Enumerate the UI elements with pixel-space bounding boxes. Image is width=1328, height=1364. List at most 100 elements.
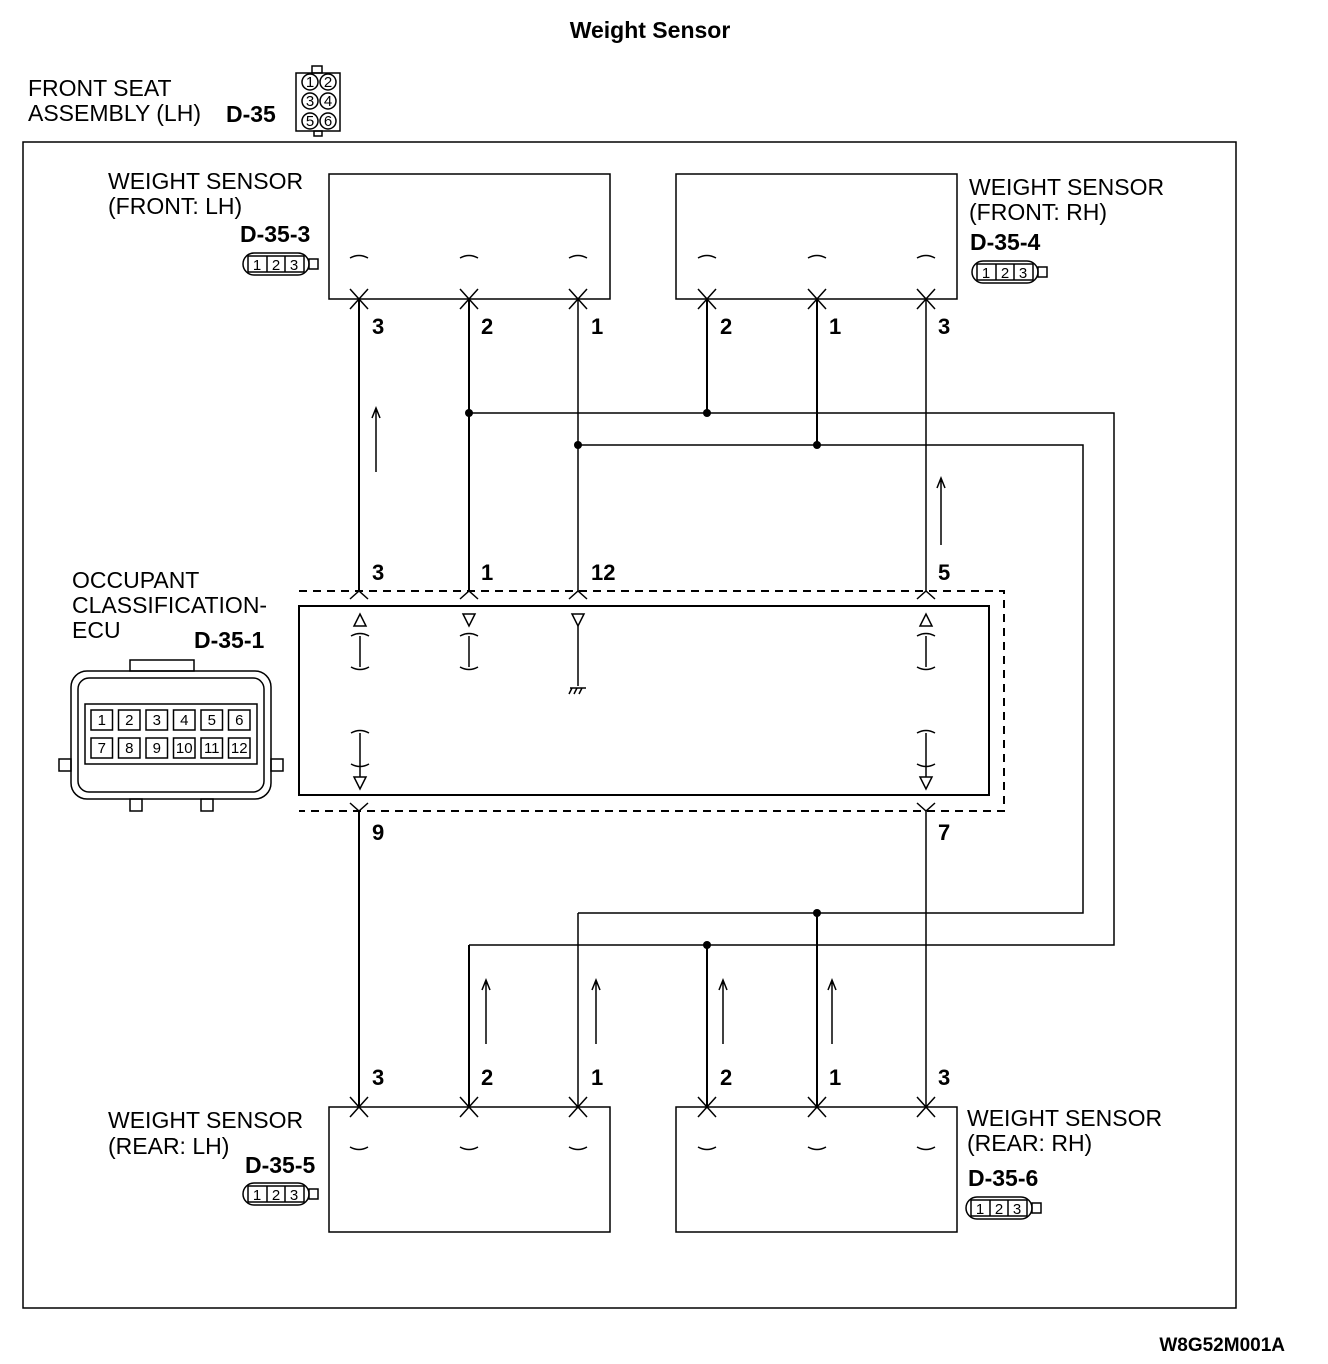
sensor-front-lh-pin-a: 3 bbox=[372, 314, 384, 339]
ecu-connector-cell bbox=[172, 709, 196, 731]
sensor-front-rh-pin-a: 2 bbox=[720, 314, 732, 339]
sensor-rear-rh-connector-pin-2: 2 bbox=[995, 1201, 1003, 1218]
sensor-rear-rh-connector-code: D-35-6 bbox=[968, 1165, 1038, 1191]
ecu-connector-cell-number: 11 bbox=[204, 740, 220, 757]
sensor-front-rh-pin-c: 3 bbox=[938, 314, 950, 339]
ecu-connector-cell-number: 6 bbox=[235, 712, 243, 729]
assembly-pin-4: 4 bbox=[324, 93, 332, 110]
assembly-pin-6: 6 bbox=[324, 113, 332, 130]
sensor-rear-lh-connector-pin-2: 2 bbox=[272, 1187, 280, 1204]
sensor-front-rh-connector-pin-2: 2 bbox=[1001, 265, 1009, 282]
assembly-label-line1: FRONT SEAT bbox=[28, 75, 172, 101]
ecu-connector-cell-number: 2 bbox=[125, 712, 133, 729]
sensor-front-rh-connector-pin-3: 3 bbox=[1019, 265, 1027, 282]
signal-arrows bbox=[371, 405, 946, 1044]
sensor-front-rh-connector-code: D-35-4 bbox=[970, 229, 1041, 255]
sensor-rear-lh-pin-c: 1 bbox=[591, 1065, 603, 1090]
sensor-front-rh-label-line2: (FRONT: RH) bbox=[969, 199, 1107, 225]
sensor-rear-lh-pin-a: 3 bbox=[372, 1065, 384, 1090]
ecu-pin-top-4: 5 bbox=[938, 560, 950, 585]
ecu-pin-top-3: 12 bbox=[591, 560, 615, 585]
ecu-connector-cell bbox=[172, 737, 196, 759]
sensor-rear-rh-connector-icon: 1 2 3 bbox=[965, 1196, 1042, 1220]
ecu-pin-top-2: 1 bbox=[481, 560, 493, 585]
ecu-connector-cell bbox=[90, 737, 114, 759]
assembly-pin-1: 1 bbox=[306, 74, 314, 91]
sensor-rear-rh-box bbox=[675, 1106, 958, 1233]
sensor-front-rh-box bbox=[675, 173, 958, 300]
sensor-rear-lh-connector-pin-1: 1 bbox=[253, 1187, 261, 1204]
sensor-rear-rh: WEIGHT SENSOR (REAR: RH) D-35-6 1 2 3 2 … bbox=[675, 1065, 1162, 1233]
assembly-label: FRONT SEAT ASSEMBLY (LH) D-35 bbox=[28, 75, 276, 127]
wiring bbox=[358, 299, 1115, 1107]
ecu-label-line2: CLASSIFICATION- bbox=[72, 592, 267, 618]
assembly-pin-2: 2 bbox=[324, 74, 332, 91]
ecu-connector-cell bbox=[145, 709, 169, 731]
sensor-rear-lh-label-line1: WEIGHT SENSOR bbox=[108, 1107, 303, 1133]
sensor-front-rh-connector-pin-1: 1 bbox=[982, 265, 990, 282]
sensor-front-lh-connector-code: D-35-3 bbox=[240, 221, 310, 247]
sensor-front-lh-pin-c: 1 bbox=[591, 314, 603, 339]
assembly-label-line2: ASSEMBLY (LH) bbox=[28, 100, 201, 126]
sensor-front-lh-connector-pin-1: 1 bbox=[253, 257, 261, 274]
sensor-front-lh-connector-pin-2: 2 bbox=[272, 257, 280, 274]
sensor-front-rh-pin-b: 1 bbox=[829, 314, 841, 339]
ecu-pin-bottom-2: 7 bbox=[938, 820, 950, 845]
sensor-front-rh-label-line1: WEIGHT SENSOR bbox=[969, 174, 1164, 200]
sensor-rear-rh-pin-b: 1 bbox=[829, 1065, 841, 1090]
ecu-connector-cell-number: 1 bbox=[98, 712, 106, 729]
sensor-front-rh-connector-icon: 1 2 3 bbox=[971, 260, 1048, 284]
ecu-internal-terminals bbox=[350, 612, 936, 791]
sensor-rear-lh-connector-pin-3: 3 bbox=[290, 1187, 298, 1204]
ecu-connector-cell bbox=[90, 709, 114, 731]
sensor-front-rh: WEIGHT SENSOR (FRONT: RH) D-35-4 1 2 3 2… bbox=[675, 173, 1164, 339]
ecu-pin-bottom-1: 9 bbox=[372, 820, 384, 845]
ecu-connector-code: D-35-1 bbox=[194, 627, 265, 653]
assembly-pin-3: 3 bbox=[306, 93, 314, 110]
sensor-rear-rh-connector-pin-1: 1 bbox=[976, 1201, 984, 1218]
ecu-box bbox=[298, 605, 990, 796]
ecu-pin-top-1: 3 bbox=[372, 560, 384, 585]
sensor-rear-rh-pin-a: 2 bbox=[720, 1065, 732, 1090]
ecu-connector-cell-number: 10 bbox=[176, 740, 193, 757]
ecu-connector-cell bbox=[227, 737, 251, 759]
sensor-rear-rh-label-line1: WEIGHT SENSOR bbox=[967, 1105, 1162, 1131]
ecu-connector-cell-number: 4 bbox=[180, 712, 188, 729]
diagram-title: Weight Sensor bbox=[570, 17, 731, 43]
ecu-connector-cell-number: 12 bbox=[231, 740, 248, 757]
ecu-label-line3: ECU bbox=[72, 617, 121, 643]
assembly-connector-code: D-35 bbox=[226, 101, 276, 127]
sensor-rear-lh: WEIGHT SENSOR (REAR: LH) D-35-5 1 2 3 3 … bbox=[108, 1065, 611, 1233]
sensor-front-lh-pin-b: 2 bbox=[481, 314, 493, 339]
ecu-connector-cell bbox=[145, 737, 169, 759]
ecu-connector-cell-number: 7 bbox=[98, 740, 106, 757]
sensor-rear-rh-pin-c: 3 bbox=[938, 1065, 950, 1090]
sensor-rear-lh-connector-code: D-35-5 bbox=[245, 1152, 316, 1178]
ecu-connector-cell bbox=[117, 709, 141, 731]
ecu-label-line1: OCCUPANT bbox=[72, 567, 199, 593]
ecu-connector-cell bbox=[200, 737, 224, 759]
ecu-connector-cell bbox=[200, 709, 224, 731]
ecu-connector-outline bbox=[299, 590, 1005, 812]
assembly-frame bbox=[22, 141, 1237, 1309]
sensor-terminals bbox=[349, 254, 936, 1151]
ecu-connector-cell bbox=[117, 737, 141, 759]
figure-code: W8G52M001A bbox=[1159, 1335, 1285, 1356]
sensor-rear-lh-connector-icon: 1 2 3 bbox=[242, 1182, 319, 1206]
ecu-connector-cell-number: 3 bbox=[153, 712, 161, 729]
sensor-front-lh-label-line1: WEIGHT SENSOR bbox=[108, 168, 303, 194]
ecu-connector-cell-number: 9 bbox=[153, 740, 161, 757]
ecu-connector-cell-number: 5 bbox=[208, 712, 216, 729]
sensor-front-lh-connector-pin-3: 3 bbox=[290, 257, 298, 274]
sensor-rear-rh-label-line2: (REAR: RH) bbox=[967, 1130, 1092, 1156]
sensor-rear-lh-pin-b: 2 bbox=[481, 1065, 493, 1090]
sensor-rear-lh-label-line2: (REAR: LH) bbox=[108, 1133, 229, 1159]
ecu-connector-cell bbox=[227, 709, 251, 731]
sensor-front-lh-connector-icon: 1 2 3 bbox=[242, 252, 319, 276]
sensor-rear-lh-box bbox=[328, 1106, 611, 1233]
sensor-front-lh: WEIGHT SENSOR (FRONT: LH) D-35-3 1 2 3 3… bbox=[108, 168, 611, 339]
